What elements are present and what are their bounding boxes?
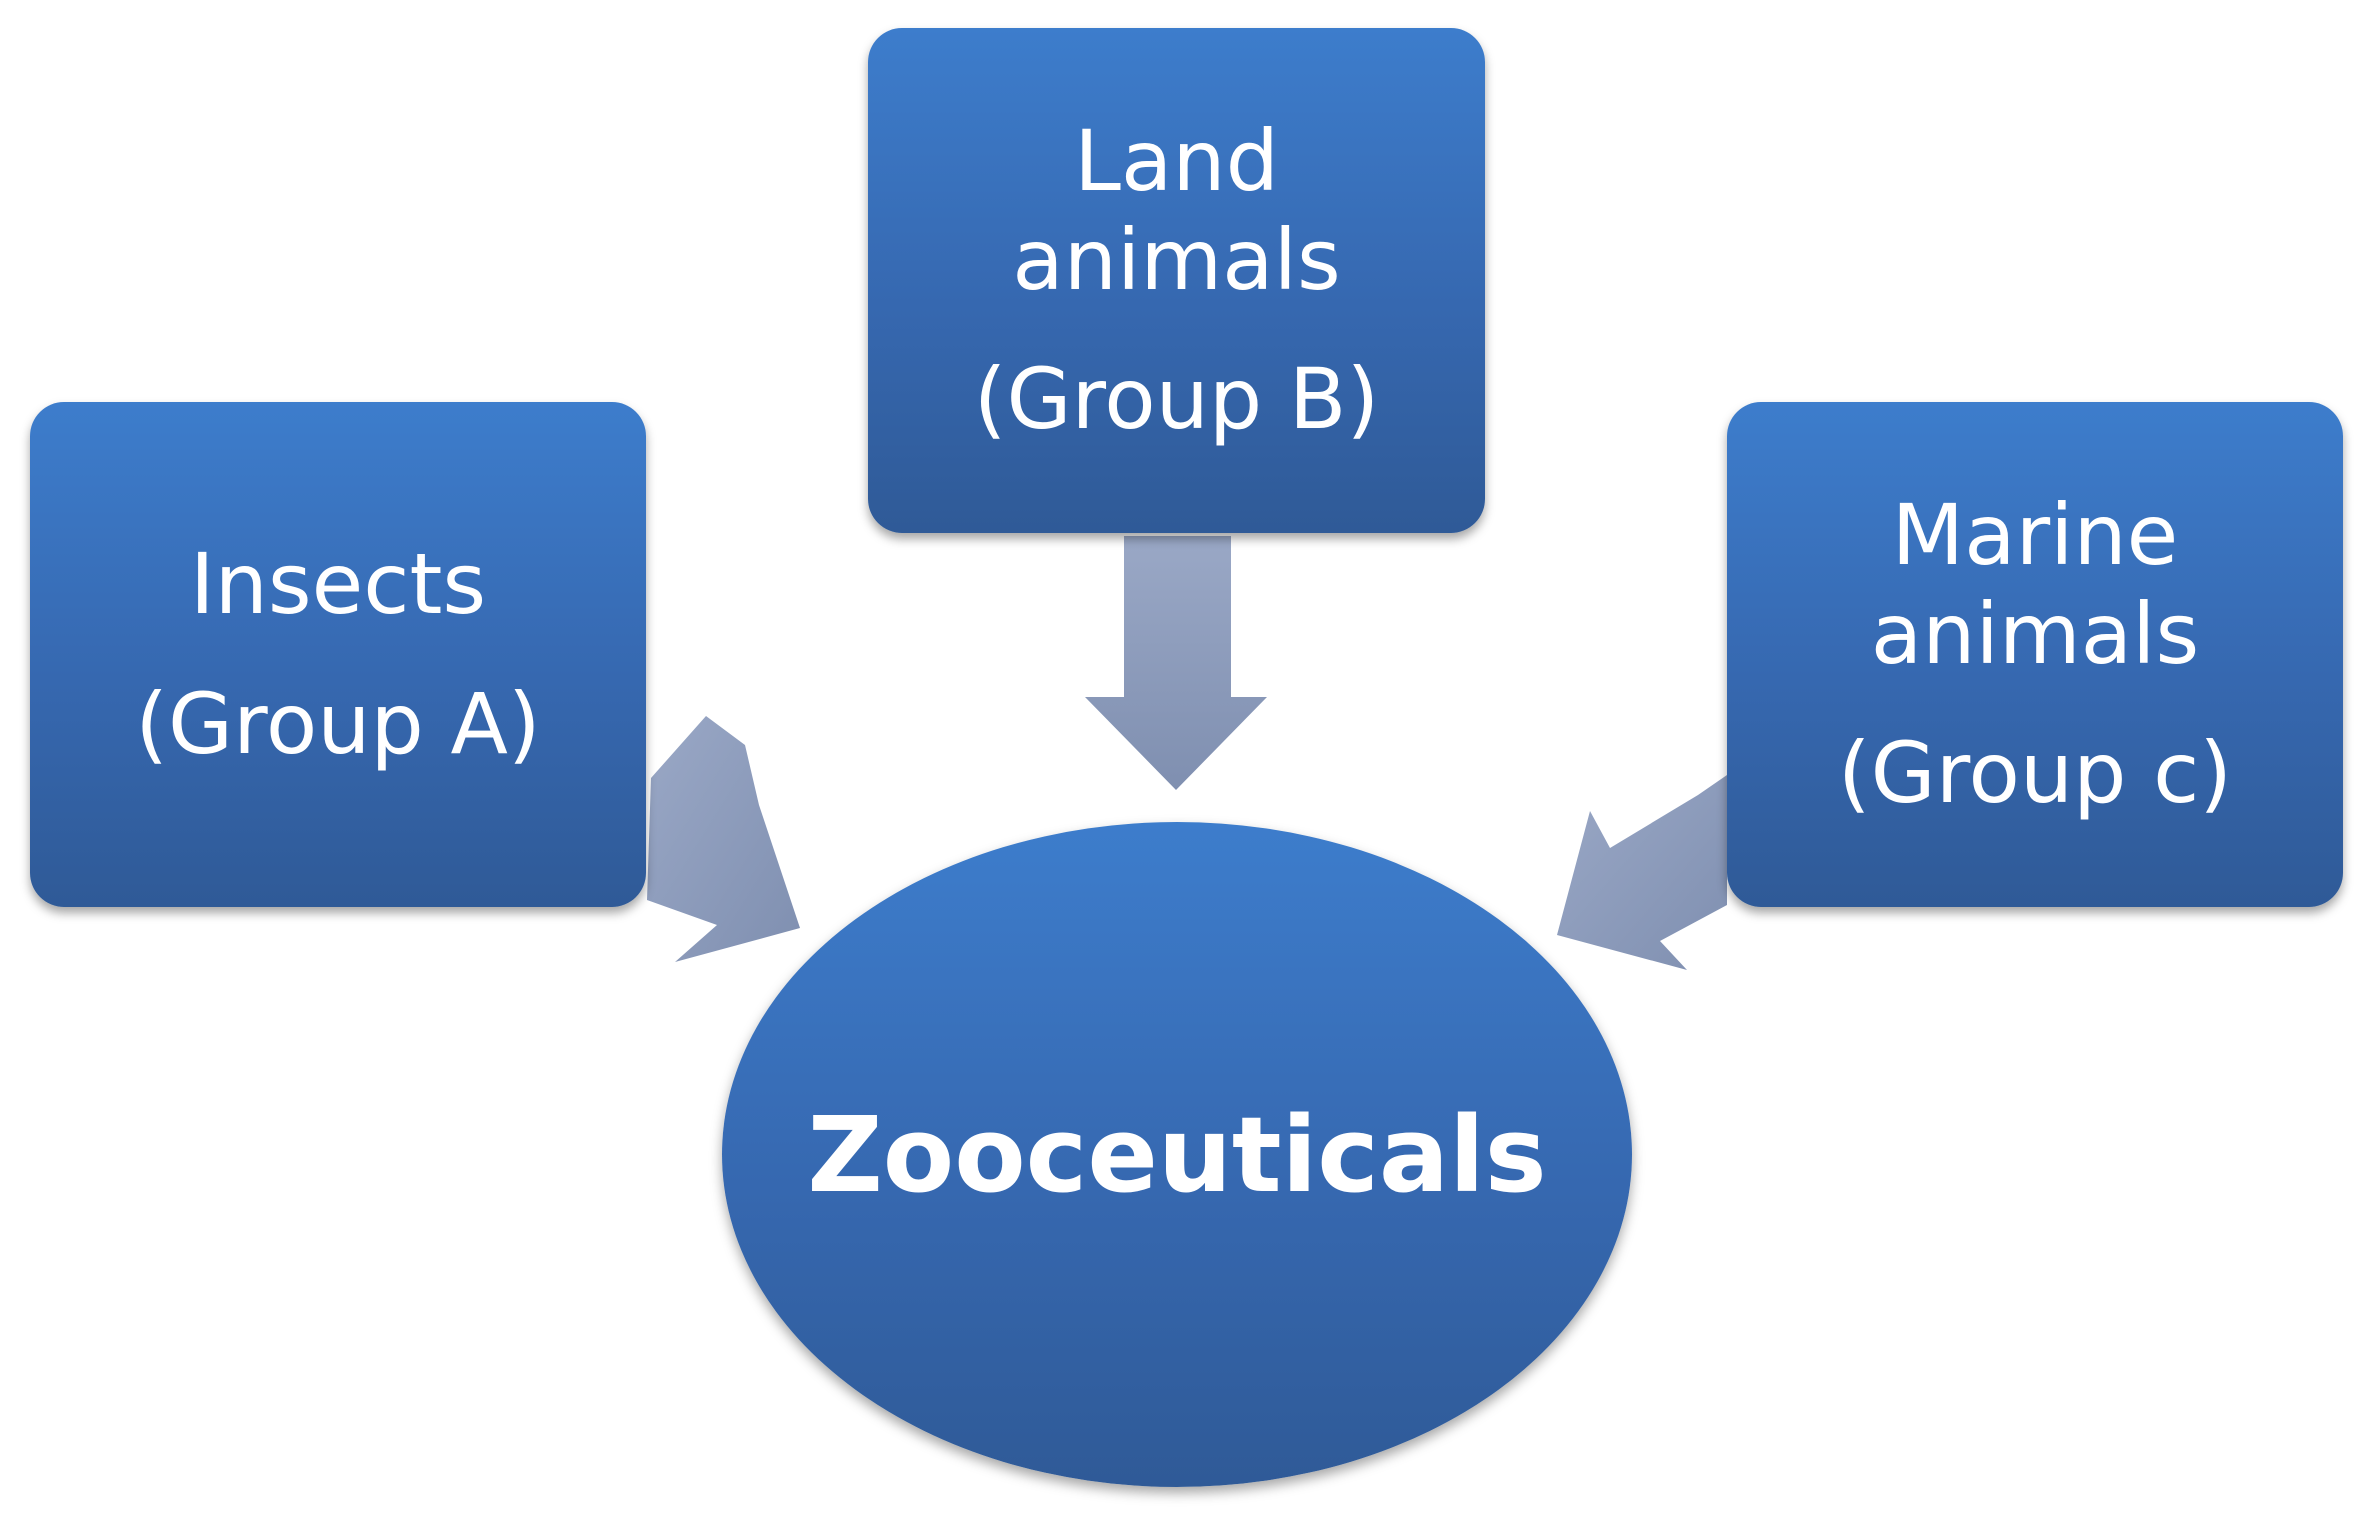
center-label: Zooceuticals <box>807 1093 1547 1216</box>
group-b-label: (Group B) <box>973 350 1380 449</box>
group-b-box: Land animals (Group B) <box>868 28 1485 533</box>
group-a-name: Insects <box>189 535 487 634</box>
arrow-group-a <box>647 716 800 962</box>
arrow-group-c <box>1557 775 1727 970</box>
group-c-label: (Group c) <box>1837 724 2233 823</box>
group-a-box: Insects (Group A) <box>30 402 646 907</box>
group-c-name-line1: Marine <box>1891 485 2179 584</box>
group-c-name-line2: animals <box>1870 584 2200 683</box>
center-ellipse: Zooceuticals <box>722 822 1632 1487</box>
group-c-box: Marine animals (Group c) <box>1727 402 2343 907</box>
group-a-label: (Group A) <box>135 674 541 773</box>
arrow-group-b <box>1085 536 1267 790</box>
group-b-name-line2: animals <box>1012 210 1341 309</box>
group-b-name-line1: Land <box>1074 111 1279 210</box>
